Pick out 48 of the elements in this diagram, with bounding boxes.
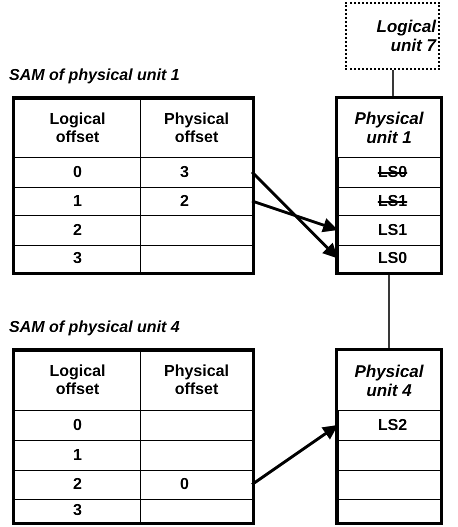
cell-text: 0 <box>73 416 82 434</box>
empty-cell <box>140 245 252 272</box>
unit-title: Logical unit 7 <box>375 17 436 55</box>
cell-text: LS2 <box>378 416 408 434</box>
cell-text: 3 <box>180 164 189 182</box>
cell-text: 3 <box>73 502 82 520</box>
offset-cell <box>140 470 252 499</box>
unit-title: Physical unit 4 <box>354 362 425 400</box>
cell-text: LS1 <box>378 192 408 210</box>
physical-unit-column <box>335 96 443 275</box>
column-header <box>140 99 252 157</box>
sector-slot <box>338 187 440 215</box>
cell-text: 1 <box>73 446 82 464</box>
header-text: Physical offset <box>164 110 229 146</box>
cell-text: 2 <box>180 192 189 210</box>
cell-text: LS0 <box>378 250 408 268</box>
empty-cell <box>140 499 252 522</box>
cell-text: 2 <box>73 476 82 494</box>
table-title: SAM of physical unit 4 <box>9 319 180 337</box>
cell-text: 0 <box>180 476 189 494</box>
connector-line <box>392 70 394 96</box>
empty-cell <box>140 440 252 470</box>
connector-line <box>388 275 390 348</box>
offset-cell <box>140 157 252 187</box>
empty-slot <box>338 499 440 522</box>
cell-text: 3 <box>73 250 82 268</box>
cell-text: 1 <box>73 192 82 210</box>
empty-slot <box>338 440 440 470</box>
offset-cell <box>140 187 252 215</box>
logical-unit-box <box>345 2 440 70</box>
empty-slot <box>338 470 440 499</box>
header-text: Logical offset <box>49 110 106 146</box>
unit-title: Physical unit 1 <box>354 109 425 147</box>
cell-text: 2 <box>73 222 82 240</box>
physical-unit-column <box>335 348 443 525</box>
empty-cell <box>140 215 252 245</box>
table-title: SAM of physical unit 1 <box>9 67 180 85</box>
sector-slot <box>338 157 440 187</box>
empty-cell <box>140 410 252 440</box>
header-text: Physical offset <box>164 363 229 399</box>
column-header <box>140 351 252 410</box>
header-text: Logical offset <box>49 363 106 399</box>
cell-text: LS0 <box>378 164 408 182</box>
cell-text: 0 <box>73 164 82 182</box>
cell-text: LS1 <box>378 222 408 240</box>
sector-slot <box>338 245 440 272</box>
sector-slot <box>338 410 440 440</box>
sector-slot <box>338 215 440 245</box>
